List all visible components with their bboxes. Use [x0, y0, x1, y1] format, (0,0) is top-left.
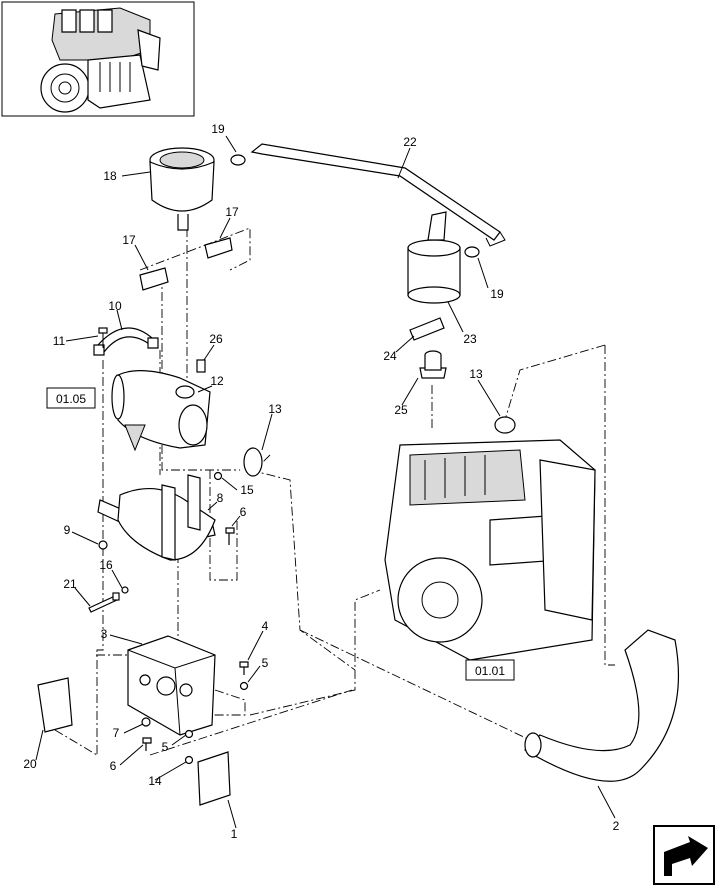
- callout-17a: 17: [122, 233, 136, 247]
- callout-12: 12: [210, 374, 224, 388]
- part-19-clamps: [230, 154, 480, 258]
- callout-4: 4: [262, 619, 269, 633]
- part-10-strap: [93, 327, 159, 356]
- part-21-tube: [250, 143, 506, 247]
- part-22-air-cleaner: [407, 211, 461, 304]
- part-15-nut: [213, 471, 223, 481]
- part-24-adapter: [419, 350, 447, 379]
- part-6-bolts: [142, 527, 235, 751]
- part-3-housing: [127, 635, 216, 736]
- engine-thumbnail-icon: [40, 7, 161, 113]
- callout-1: 1: [231, 827, 238, 841]
- callout-24: 25: [394, 403, 408, 417]
- callout-18: 18: [103, 169, 117, 183]
- hardware: [141, 661, 249, 765]
- leader-lines: [35, 135, 616, 829]
- part-2-plate: [37, 677, 73, 733]
- part-20-bolt: [88, 592, 120, 613]
- engine-assembly: [384, 439, 596, 661]
- callout-13a: 13: [268, 402, 282, 416]
- callout-17b: 17: [225, 205, 239, 219]
- engine-thumbnail: [1, 1, 195, 117]
- part-17-clamps: [139, 237, 233, 291]
- part-25-fitting: [196, 359, 206, 373]
- part-23-clamp: [409, 317, 445, 341]
- part-13-clamps: [243, 416, 516, 477]
- callout-5a: 5: [262, 656, 269, 670]
- callout-16: 16: [99, 558, 113, 572]
- callout-22: 23: [463, 332, 477, 346]
- callout-21: 22: [403, 135, 417, 149]
- callout-20: 21: [63, 577, 77, 591]
- part-18-precleaner: [149, 147, 215, 231]
- callout-11: 11: [53, 334, 66, 348]
- next-page-button[interactable]: [653, 825, 715, 885]
- callout-19b: 19: [490, 287, 504, 301]
- callout-6b: 6: [110, 759, 117, 773]
- callouts: 1 20 3 4 5 5 6 6 7 8 9 10 11 12 13 13 14…: [23, 122, 619, 841]
- reference-box-2[interactable]: 01.01: [465, 659, 515, 681]
- part-11-bolt: [98, 327, 108, 348]
- callout-8: 8: [217, 491, 224, 505]
- callout-3: 3: [101, 627, 108, 641]
- reference-label: 01.01: [475, 664, 505, 678]
- part-16-washer: [121, 586, 129, 594]
- callout-6a: 6: [240, 505, 247, 519]
- part-8-bracket: [97, 474, 216, 561]
- part-1-cover: [197, 751, 231, 806]
- callout-2: 20: [23, 757, 37, 771]
- part-26-hose: [524, 629, 680, 782]
- reference-box-1[interactable]: 01.05: [46, 387, 96, 409]
- part-12-muffler: [111, 370, 211, 452]
- callout-14: 14: [148, 774, 162, 788]
- assembly-lines: [54, 227, 615, 756]
- callout-23: 24: [383, 349, 397, 363]
- callout-25: 26: [209, 332, 223, 346]
- callout-26: 2: [613, 819, 620, 833]
- callout-19a: 19: [211, 122, 225, 136]
- callout-7: 7: [113, 726, 120, 740]
- callout-10: 10: [108, 299, 122, 313]
- part-9-nut: [98, 540, 108, 550]
- callout-15: 15: [240, 483, 254, 497]
- callout-13b: 13: [469, 367, 483, 381]
- reference-label: 01.05: [56, 392, 86, 406]
- callout-9: 9: [64, 523, 71, 537]
- next-page-arrow-icon: [664, 836, 708, 876]
- callout-5b: 5: [162, 740, 169, 754]
